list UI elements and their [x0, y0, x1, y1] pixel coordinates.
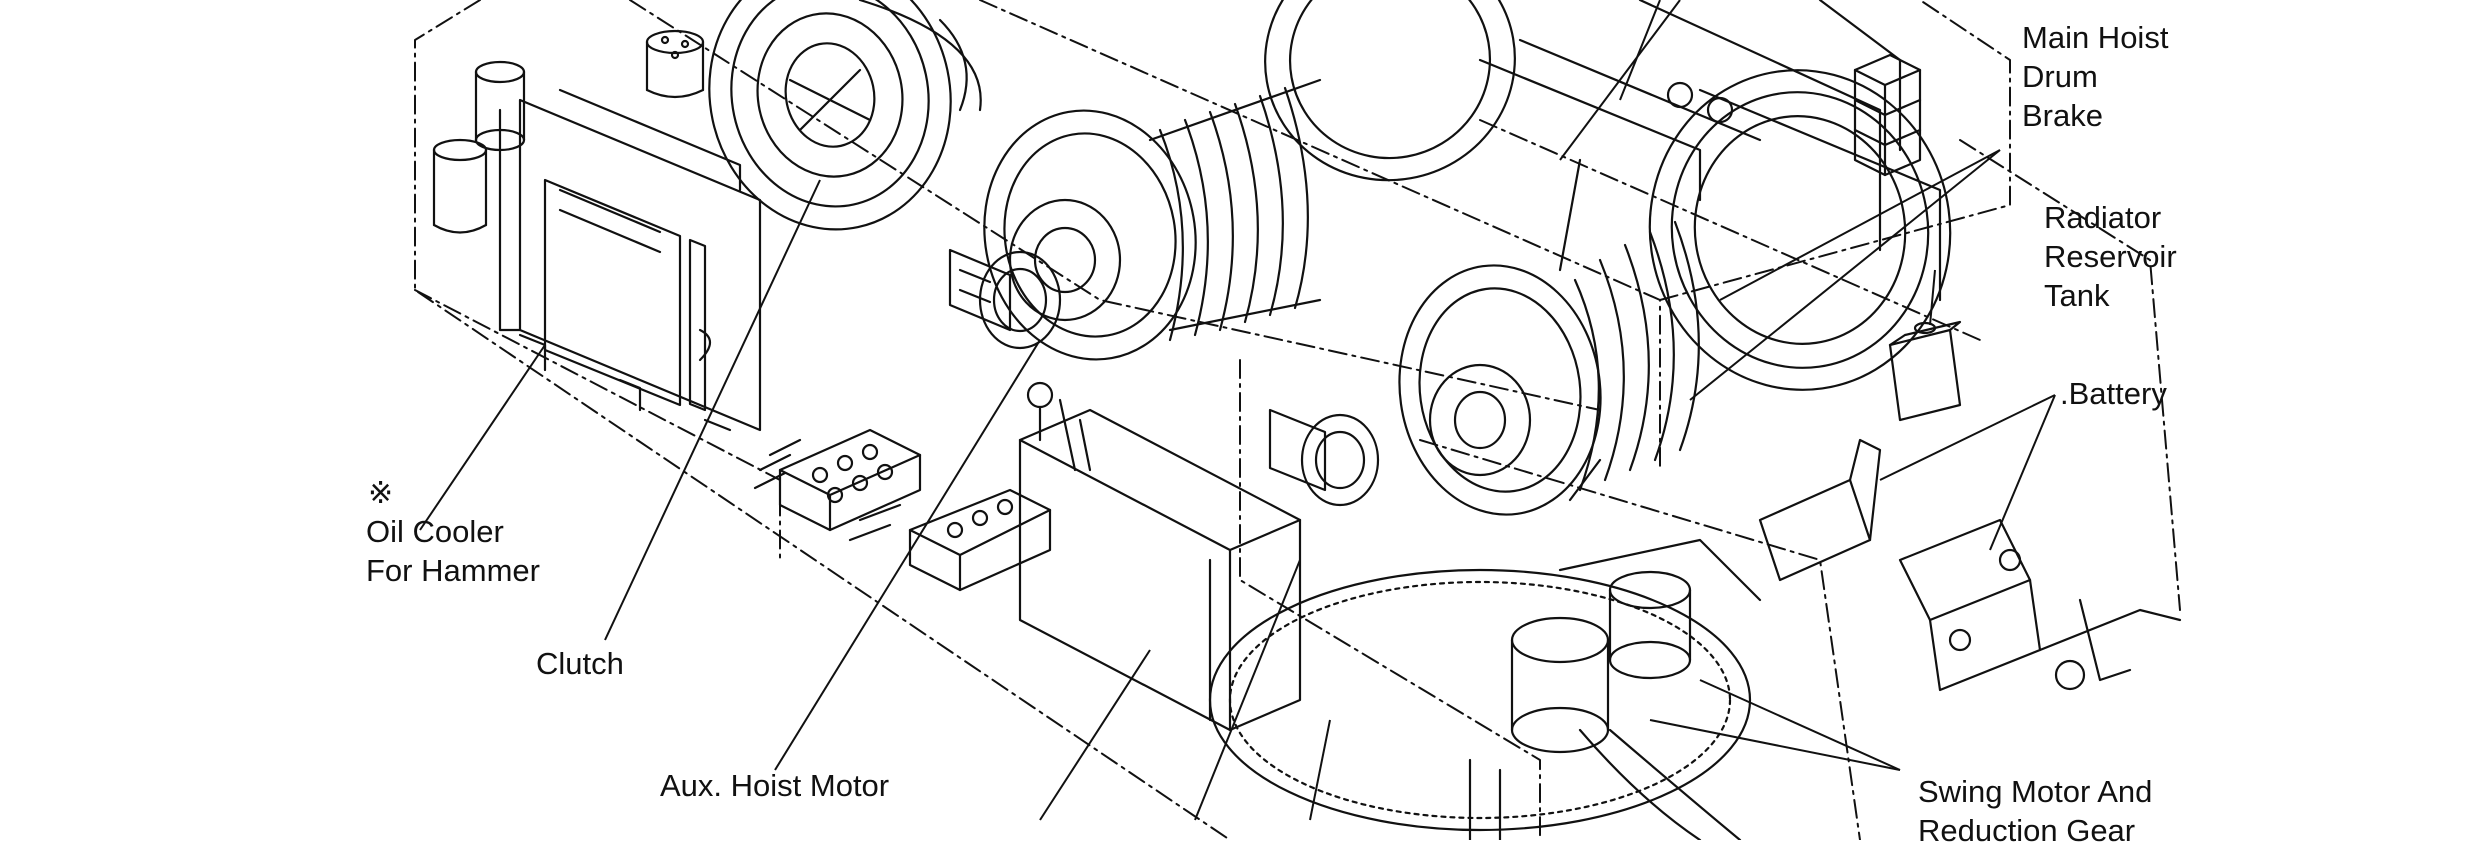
oil-cooler-mark: ※: [368, 476, 394, 511]
main-hoist-drum-brake-label: Main Hoist Drum Brake: [2022, 18, 2168, 135]
hydraulic-tank: [1018, 381, 1302, 732]
radiator-reservoir-tank-line-2: Reservoir: [2044, 239, 2177, 274]
aux-hoist-drum: [983, 0, 1516, 361]
main-hoist-motor-shape: [1268, 408, 1380, 507]
oil-cooler-shape: [498, 88, 762, 432]
radiator-reservoir-tank-line-1: Radiator: [2044, 200, 2162, 235]
reservoir-tank-shape: [1888, 320, 1962, 422]
oil-cooler-line-2: For Hammer: [366, 553, 540, 588]
oil-cooler-label: Oil Cooler For Hammer: [366, 512, 540, 590]
oil-cooler-line-1: Oil Cooler: [366, 514, 504, 549]
battery-label: .Battery: [2060, 376, 2167, 411]
brake-block-shape: [1853, 53, 1922, 177]
clutch-label: Clutch: [536, 646, 624, 681]
leader-lines: [419, 0, 2056, 821]
control-valves: [753, 428, 1052, 592]
swing-ring-gear: [1208, 538, 1762, 832]
radiator-reservoir-tank-label: Radiator Reservoir Tank: [2044, 198, 2177, 315]
main-hoist-drum-brake-line-3: Brake: [2022, 98, 2103, 133]
swing-motor-shape: [1468, 570, 1742, 840]
filter-canisters: [432, 29, 705, 234]
aux-hoist-motor-shape: [948, 248, 1062, 350]
main-hoist-drum-brake-line-2: Drum: [2022, 59, 2098, 94]
main-hoist-drum-brake-line-1: Main Hoist: [2022, 20, 2169, 55]
aux-hoist-motor-label: Aux. Hoist Motor: [660, 768, 890, 803]
battery-shape: [1758, 438, 2182, 692]
radiator-reservoir-tank-line-3: Tank: [2044, 278, 2110, 313]
swing-motor-reduction-gear-label: Swing Motor And Reduction Gear: [1918, 772, 2152, 850]
swing-motor-line-1: Swing Motor And: [1918, 774, 2153, 809]
housing-outline: [414, 0, 2181, 840]
swing-motor-line-2: Reduction Gear: [1918, 813, 2136, 848]
main-hoist-drum: [1398, 69, 1952, 516]
clutch-shape: [708, 0, 982, 231]
